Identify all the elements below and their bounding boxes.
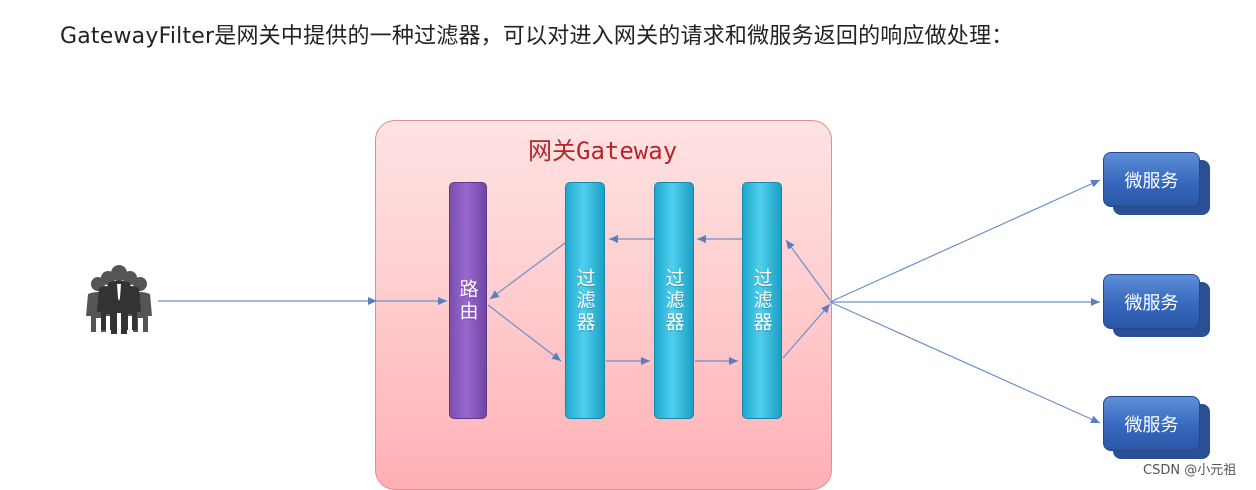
gateway-title: 网关Gateway bbox=[528, 137, 678, 165]
microservice-label: 微服务 bbox=[1103, 396, 1200, 451]
route-block: 路由 bbox=[449, 182, 487, 419]
arrow-to-service-3 bbox=[829, 301, 1101, 424]
arrow-filter1-to-route bbox=[489, 242, 566, 300]
arrow-filter3-to-services bbox=[782, 303, 831, 359]
microservice-2: 微服务 bbox=[1103, 274, 1210, 337]
filter-block-1: 过滤器 bbox=[565, 182, 605, 419]
arrow-to-service-1 bbox=[829, 179, 1101, 303]
filter-block-3: 过滤器 bbox=[742, 182, 782, 419]
microservice-3: 微服务 bbox=[1103, 396, 1210, 459]
microservice-label: 微服务 bbox=[1103, 152, 1200, 207]
arrow-route-to-filter1 bbox=[487, 304, 562, 362]
filter-label: 过滤器 bbox=[750, 267, 773, 334]
description-heading: GatewayFilter是网关中提供的一种过滤器，可以对进入网关的请求和微服务… bbox=[60, 24, 1014, 49]
microservice-1: 微服务 bbox=[1103, 152, 1210, 215]
arrow-services-to-filter3 bbox=[785, 239, 831, 301]
watermark: CSDN @小元祖 bbox=[1143, 463, 1237, 478]
filter-label: 过滤器 bbox=[662, 267, 685, 334]
users-icon bbox=[86, 265, 152, 334]
microservice-label: 微服务 bbox=[1103, 274, 1200, 329]
route-label: 路由 bbox=[456, 278, 479, 323]
filter-label: 过滤器 bbox=[573, 267, 596, 334]
filter-block-2: 过滤器 bbox=[654, 182, 694, 419]
